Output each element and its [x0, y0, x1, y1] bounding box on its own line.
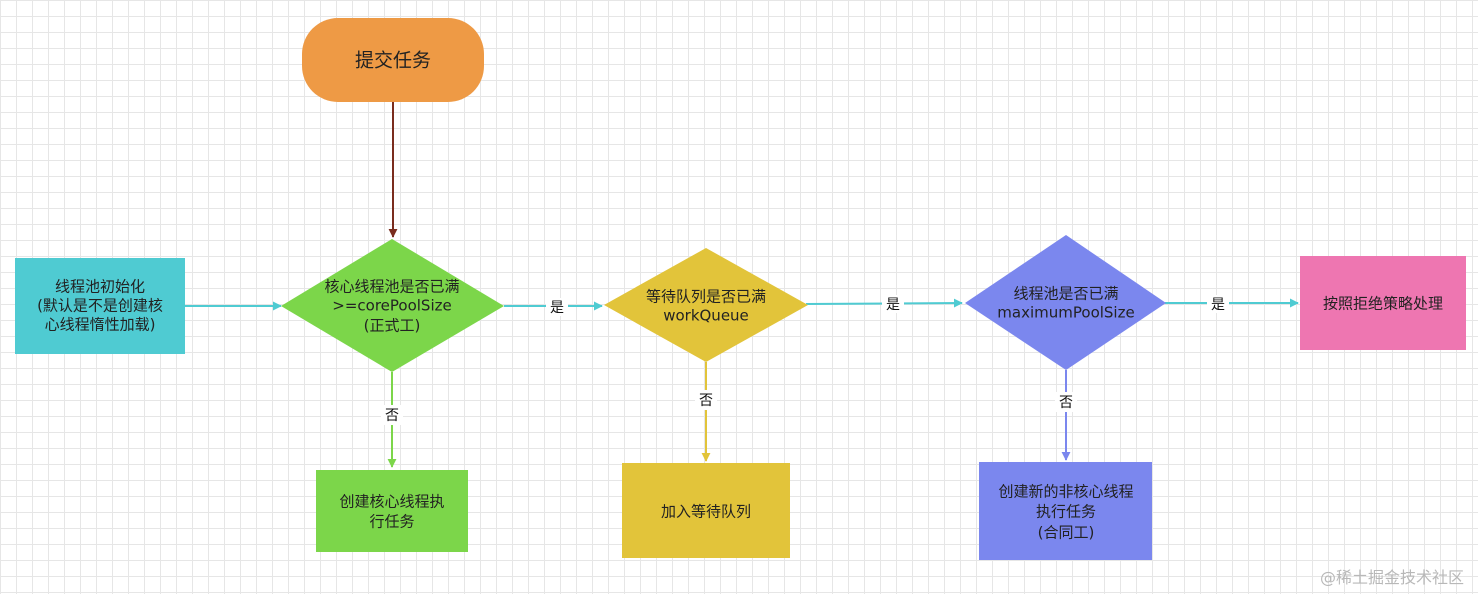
node-create-core-thread: 创建核心线程执 行任务: [316, 470, 468, 552]
edge-queue-no-to-enqueue: 否: [695, 362, 717, 462]
node-queue-full-decision: 等待队列是否已满 workQueue: [604, 248, 808, 362]
edge-label-queue-yes: 是: [886, 297, 900, 313]
node-create-noncore-line1: 创建新的非核心线程: [998, 483, 1133, 501]
edge-label-pool-yes: 是: [1211, 297, 1225, 313]
node-reject-policy: 按照拒绝策略处理: [1300, 256, 1466, 350]
edge-label-core-no: 否: [385, 408, 399, 424]
node-core-full-line2: >=corePoolSize: [332, 297, 451, 315]
node-pool-init-line2: (默认是不是创建核: [37, 297, 163, 315]
edge-label-queue-no: 否: [699, 393, 713, 409]
edge-pool-yes-to-reject: 是: [1165, 295, 1299, 313]
node-pool-full-decision: 线程池是否已满 maximumPoolSize: [965, 235, 1166, 370]
edge-label-pool-no: 否: [1059, 395, 1073, 411]
node-pool-full-line1: 线程池是否已满: [1013, 285, 1118, 303]
edge-queue-yes-to-pool: 是: [805, 295, 963, 313]
node-pool-init-line3: 心线程惰性加载): [45, 316, 156, 334]
node-create-noncore-thread: 创建新的非核心线程 执行任务 (合同工): [979, 462, 1152, 560]
node-submit-task: 提交任务: [302, 18, 484, 102]
edge-label-core-yes: 是: [550, 300, 564, 316]
watermark-text: @稀土掘金技术社区: [1319, 568, 1464, 587]
edge-core-yes-to-queue: 是: [504, 298, 603, 316]
node-queue-full-line2: workQueue: [663, 307, 749, 325]
node-core-full-line1: 核心线程池是否已满: [324, 278, 459, 296]
node-create-core-line2: 行任务: [369, 513, 414, 531]
node-pool-full-line2: maximumPoolSize: [997, 304, 1134, 322]
edge-core-no-to-create-core: 否: [381, 372, 403, 468]
node-enqueue-label: 加入等待队列: [661, 503, 751, 521]
node-submit-task-label: 提交任务: [355, 50, 431, 72]
node-core-full-line3: (正式工): [364, 317, 421, 335]
node-create-core-line1: 创建核心线程执: [339, 493, 444, 511]
node-core-full-decision: 核心线程池是否已满 >=corePoolSize (正式工): [281, 239, 504, 372]
node-create-noncore-line2: 执行任务: [1036, 503, 1096, 521]
node-enqueue: 加入等待队列: [622, 463, 790, 558]
node-create-noncore-line3: (合同工): [1038, 524, 1095, 542]
node-pool-init-line1: 线程池初始化: [55, 278, 145, 296]
node-pool-init: 线程池初始化 (默认是不是创建核 心线程惰性加载): [15, 258, 185, 354]
edge-pool-no-to-create-noncore: 否: [1055, 370, 1077, 461]
node-reject-policy-label: 按照拒绝策略处理: [1323, 295, 1443, 313]
node-queue-full-line1: 等待队列是否已满: [646, 288, 766, 306]
